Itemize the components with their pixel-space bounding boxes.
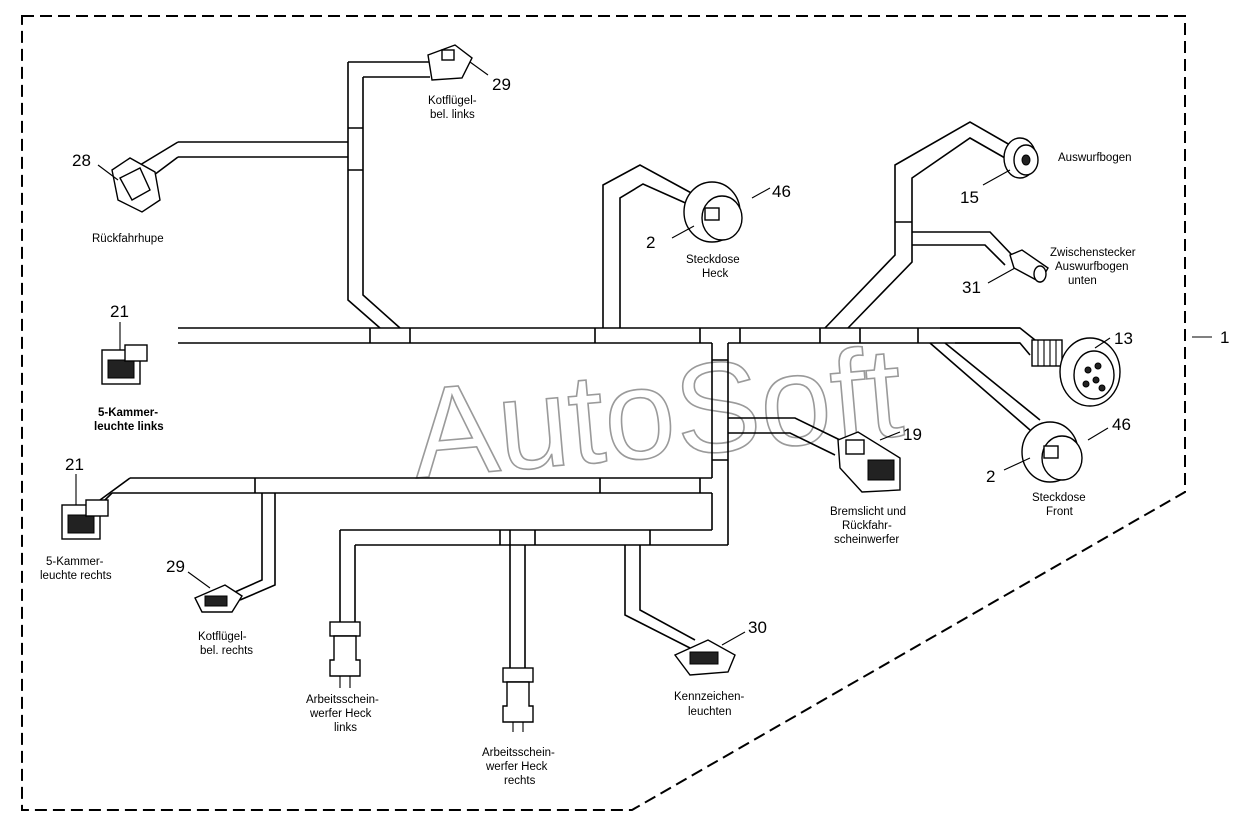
connector-arbeits-rechts: Arbeitsschein- werfer Heck rechts [482, 667, 555, 787]
label-steckdose-heck-l2: Heck [702, 268, 728, 280]
callout-1: 1 [1220, 328, 1229, 347]
label-kennzeichen-l2: leuchten [688, 706, 731, 718]
label-arbeits-links-l3: links [334, 722, 357, 734]
label-steckdose-front-l2: Front [1046, 506, 1074, 518]
label-arbeits-links-l2: werfer Heck [309, 708, 372, 720]
connector-kammer-rechts: 21 5-Kammer- leuchte rechts [40, 455, 112, 582]
callout-46-heck: 46 [772, 182, 791, 201]
label-kennzeichen-l1: Kennzeichen- [674, 691, 744, 703]
connector-arbeits-links: Arbeitsschein- werfer Heck links [306, 621, 379, 734]
label-kotfluegel-rechts-l1: Kotflügel- [198, 631, 247, 643]
callout-46-front: 46 [1112, 415, 1131, 434]
label-zwischenstecker-l1: Zwischenstecker [1050, 247, 1136, 259]
connector-kotfluegel-links: 29 Kotflügel- bel. links [427, 44, 511, 121]
callout-19: 19 [903, 425, 922, 444]
callout-29-lower: 29 [166, 557, 185, 576]
callout-30: 30 [748, 618, 767, 637]
connector-steckdose-heck: 46 2 Steckdose Heck [646, 181, 791, 280]
harness-wires [99, 61, 1041, 672]
connector-13: 13 [1031, 329, 1133, 407]
label-zwischenstecker-l3: unten [1068, 275, 1097, 287]
label-bremslicht-l3: scheinwerfer [834, 534, 899, 546]
label-rueckfahrhupe: Rückfahrhupe [92, 233, 164, 245]
connector-zwischenstecker: 31 Zwischenstecker Auswurfbogen unten [962, 247, 1136, 297]
callout-2-front: 2 [986, 467, 995, 486]
connector-kammer-links: 21 5-Kammer- leuchte links [94, 302, 164, 433]
callout-21-rechts: 21 [65, 455, 84, 474]
label-kammer-rechts-l1: 5-Kammer- [46, 556, 104, 568]
callout-15: 15 [960, 188, 979, 207]
label-kotfluegel-links-l2: bel. links [430, 109, 475, 121]
label-auswurfbogen: Auswurfbogen [1058, 152, 1132, 164]
label-kammer-links-l2: leuchte links [94, 421, 164, 433]
label-steckdose-front-l1: Steckdose [1032, 492, 1086, 504]
connector-kotfluegel-rechts: 29 Kotflügel- bel. rechts [166, 557, 253, 657]
callout-21-links: 21 [110, 302, 129, 321]
callout-28: 28 [72, 151, 91, 170]
label-arbeits-links-l1: Arbeitsschein- [306, 694, 379, 706]
label-kotfluegel-rechts-l2: bel. rechts [200, 645, 253, 657]
connector-bremslicht: 19 Bremslicht und Rückfahr- scheinwerfer [830, 425, 922, 546]
callout-31: 31 [962, 278, 981, 297]
label-bremslicht-l1: Bremslicht und [830, 506, 906, 518]
connector-kennzeichen: 30 Kennzeichen- leuchten [673, 618, 767, 718]
label-steckdose-heck-l1: Steckdose [686, 254, 740, 266]
label-bremslicht-l2: Rückfahr- [842, 520, 892, 532]
label-zwischenstecker-l2: Auswurfbogen [1055, 261, 1129, 273]
label-arbeits-rechts-l3: rechts [504, 775, 536, 787]
connector-steckdose-front: 46 2 Steckdose Front [986, 415, 1131, 518]
label-kammer-rechts-l2: leuchte rechts [40, 570, 112, 582]
label-arbeits-rechts-l2: werfer Heck [485, 761, 548, 773]
callout-assembly: 1 [1192, 328, 1229, 347]
label-kotfluegel-links-l1: Kotflügel- [428, 95, 477, 107]
callout-2-heck: 2 [646, 233, 655, 252]
label-arbeits-rechts-l1: Arbeitsschein- [482, 747, 555, 759]
callout-29-top: 29 [492, 75, 511, 94]
label-kammer-links-l1: 5-Kammer- [98, 407, 158, 419]
connector-auswurfbogen: 15 Auswurfbogen [960, 137, 1132, 207]
callout-13: 13 [1114, 329, 1133, 348]
connector-rueckfahrhupe: 28 Rückfahrhupe [72, 151, 164, 245]
